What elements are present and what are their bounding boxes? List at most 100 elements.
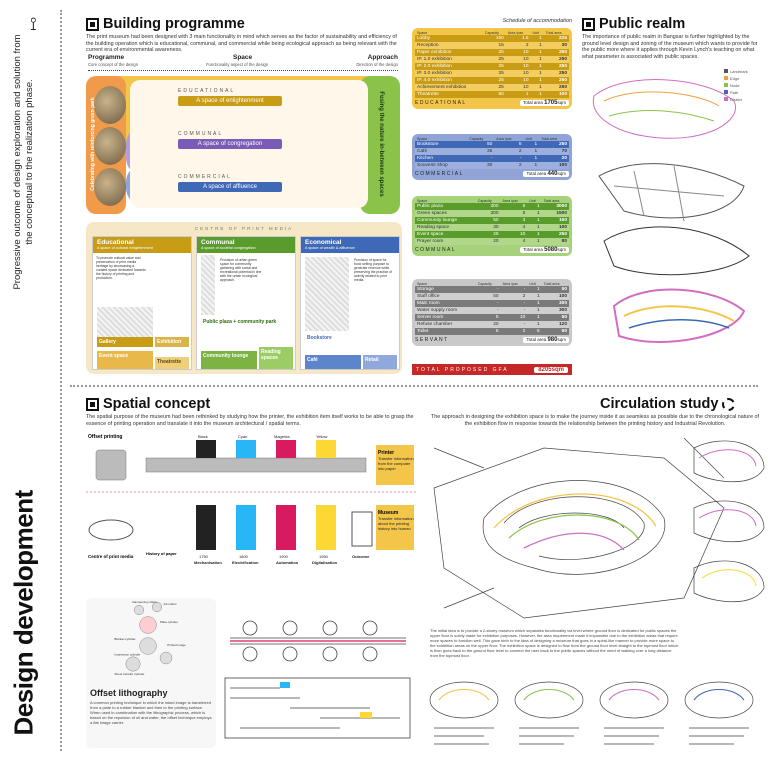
square-icon — [86, 397, 99, 411]
public-realm-heading: Public realm — [582, 16, 685, 32]
svg-text:Mechanisation: Mechanisation — [194, 560, 222, 565]
svg-text:Landmark: Landmark — [730, 69, 748, 74]
logo-icon: ⟟ — [30, 14, 37, 34]
svg-text:Digitalisation: Digitalisation — [312, 560, 338, 565]
space-name-cell: Prayer room — [417, 239, 444, 244]
value-cell: 1 — [539, 71, 542, 76]
value-cell: 50 — [493, 218, 499, 223]
value-cell: 10 — [523, 78, 529, 83]
value-cell: 25 — [498, 50, 504, 55]
space-name-cell: Toilet — [417, 329, 429, 334]
svg-text:Node: Node — [730, 83, 740, 88]
value-cell: 2 — [518, 163, 522, 168]
value-cell: 50 — [561, 315, 567, 320]
value-cell: 5 — [522, 204, 526, 209]
value-cell: 250 — [558, 142, 567, 147]
space-name-cell: IP. 3.0 exhibition — [417, 71, 452, 76]
value-cell: - — [496, 287, 499, 292]
value-cell: 150 — [558, 218, 567, 223]
value-cell: 60 — [498, 92, 504, 97]
value-cell: 2 — [522, 294, 526, 299]
value-cell: 10 — [523, 85, 529, 90]
space-name-cell: IP. 2.0 exhibition — [417, 64, 452, 69]
value-cell: 300 — [490, 211, 499, 216]
space-name-cell: Event space — [417, 232, 444, 237]
svg-text:1950: 1950 — [319, 554, 329, 559]
value-cell: 50 — [486, 142, 493, 147]
vertical-divider — [60, 10, 62, 751]
square-icon — [582, 17, 595, 31]
flow-label-commercial: COMMERCIAL — [178, 174, 232, 180]
value-cell: 225 — [558, 36, 567, 41]
space-name-cell: Theatrette — [417, 92, 439, 97]
value-cell: 10 — [523, 57, 529, 62]
svg-text:Cyan: Cyan — [238, 434, 247, 439]
litho-text: A common printing technique in which the… — [90, 700, 212, 725]
categories-head: CENTRE OF PRINT MEDIA — [194, 226, 294, 231]
value-cell: 5 — [495, 329, 499, 334]
value-cell: 2 — [518, 149, 522, 154]
right-vertical-label: Fusing the nature in-between spaces — [378, 91, 384, 197]
value-cell: 10 — [519, 232, 526, 237]
value-cell: 70 — [561, 149, 567, 154]
svg-text:Electrification: Electrification — [232, 560, 259, 565]
spatial-concept-heading: Spatial concept — [86, 396, 210, 412]
value-cell: 1 — [536, 308, 540, 313]
svg-text:Ink rollers: Ink rollers — [164, 602, 178, 606]
space-name-cell: Storage — [417, 287, 434, 292]
flow-label-educational: EDUCATIONAL — [178, 88, 236, 94]
value-cell: 100 — [558, 294, 567, 299]
litho-title: Offset lithography — [90, 688, 168, 698]
value-cell: 6 — [536, 329, 540, 334]
svg-text:Printed image: Printed image — [167, 643, 186, 647]
svg-text:Yellow: Yellow — [316, 434, 328, 439]
value-cell: 1.5 — [521, 36, 529, 41]
space-name-cell: Refuse chamber — [417, 322, 453, 327]
horizontal-divider — [70, 385, 758, 387]
value-cell: 25 — [498, 64, 504, 69]
value-cell: 20 — [493, 239, 499, 244]
space-name-cell: M&E room — [417, 301, 440, 306]
value-cell: 250 — [558, 232, 567, 237]
svg-text:1800: 1800 — [239, 554, 249, 559]
value-cell: 3000 — [556, 204, 567, 209]
circulation-site-sketch — [424, 428, 768, 628]
space-name-cell: IP. 1.0 exhibition — [417, 57, 452, 62]
svg-text:Sheet transfer cylinder: Sheet transfer cylinder — [114, 672, 144, 676]
value-cell: 250 — [558, 50, 567, 55]
value-cell: - — [519, 156, 522, 161]
svg-text:Edge: Edge — [730, 76, 740, 81]
space-name-cell: Server room — [417, 315, 444, 320]
value-cell: 120 — [558, 322, 567, 327]
value-cell: 25 — [498, 57, 504, 62]
value-cell: 1 — [539, 36, 542, 41]
value-cell: 1 — [525, 92, 529, 97]
svg-text:Centre of print media: Centre of print media — [88, 554, 134, 559]
pill-affluence: A space of affluence — [178, 182, 282, 192]
value-cell: 2 — [522, 329, 526, 334]
value-cell: 300 — [490, 204, 499, 209]
space-name-cell: Souvenir shop — [417, 163, 448, 168]
value-cell: 25 — [498, 78, 504, 83]
value-cell: 20 — [493, 322, 499, 327]
programme-flow-diagram: Celebrating with reinforcing green park … — [86, 76, 400, 216]
left-vertical-label: Celebrating with reinforcing green park — [90, 97, 96, 191]
svg-text:Plate cylinder: Plate cylinder — [160, 620, 178, 624]
spiral-icon — [722, 397, 736, 411]
space-name-cell: IP. 4.0 exhibition — [417, 78, 452, 83]
offset-lithography-panel: Dampening rollers Ink rollers Plate cyli… — [86, 598, 216, 748]
